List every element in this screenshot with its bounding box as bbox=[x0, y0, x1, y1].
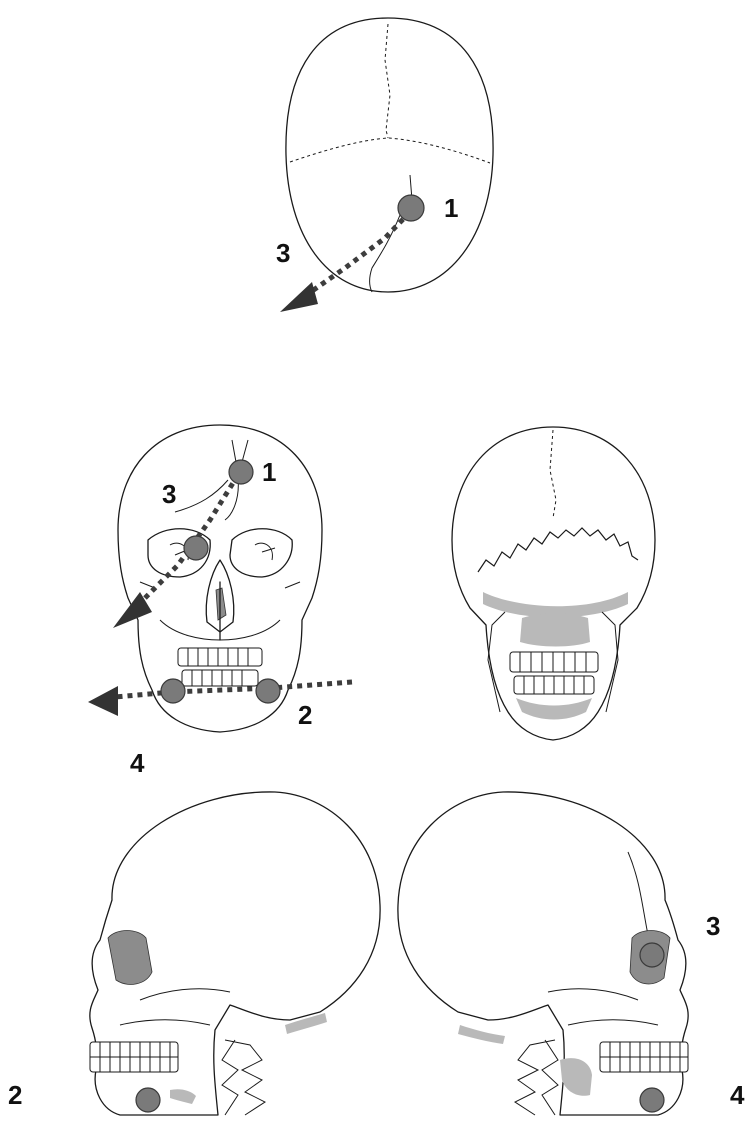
wound-site-4-right-lateral bbox=[640, 1088, 664, 1112]
skull-posterior-view bbox=[452, 427, 655, 740]
label-3-superior: 3 bbox=[276, 238, 290, 268]
mandible-body-shading bbox=[516, 698, 592, 720]
label-4-anterior: 4 bbox=[130, 748, 145, 778]
label-4-right-lateral: 4 bbox=[730, 1080, 745, 1110]
lower-teeth bbox=[182, 670, 258, 686]
right-ramus-shading bbox=[560, 1058, 592, 1096]
orbit-detail-left bbox=[255, 543, 275, 560]
skull-anterior-view: 1 3 2 4 bbox=[88, 425, 352, 778]
mandibular-ramus-shading bbox=[520, 614, 590, 647]
wound-site-2-anterior bbox=[256, 679, 280, 703]
right-fracture-line bbox=[628, 852, 648, 935]
cranial-vault-outline bbox=[286, 18, 493, 292]
lambdoid-suture bbox=[478, 528, 638, 572]
wound-site-1-superior bbox=[398, 195, 424, 221]
left-mandible-fracture-shading bbox=[170, 1089, 196, 1104]
skull-right-lateral-view: 3 4 bbox=[398, 792, 745, 1115]
bullet-trajectory-superior bbox=[305, 212, 410, 296]
sagittal-suture bbox=[385, 24, 390, 138]
right-occipital-shading bbox=[458, 1025, 505, 1044]
left-zygoma bbox=[120, 989, 230, 1025]
right-cervical-spine bbox=[515, 1040, 558, 1115]
left-orbit-shading bbox=[108, 931, 152, 985]
wound-site-2-left-lateral bbox=[136, 1088, 160, 1112]
wound-site-left-mandible bbox=[161, 679, 185, 703]
fracture-line-superior bbox=[370, 175, 412, 292]
skull-left-lateral-view: 2 bbox=[8, 792, 380, 1115]
wound-site-1-anterior bbox=[229, 460, 253, 484]
posterior-upper-teeth bbox=[510, 652, 598, 672]
wound-site-3-anterior bbox=[184, 536, 208, 560]
label-3-right-lateral: 3 bbox=[706, 911, 720, 941]
left-cervical-spine bbox=[222, 1040, 265, 1115]
trajectory-arrowhead-mandibular bbox=[88, 686, 118, 716]
wound-site-3-right-lateral bbox=[640, 943, 664, 967]
posterior-sagittal-suture bbox=[550, 430, 556, 518]
skull-superior-view: 1 3 bbox=[276, 18, 493, 312]
label-1-superior: 1 bbox=[444, 193, 458, 223]
label-2-anterior: 2 bbox=[298, 700, 312, 730]
left-orbit bbox=[230, 529, 292, 577]
label-1-anterior: 1 bbox=[262, 457, 276, 487]
label-3-anterior: 3 bbox=[162, 479, 176, 509]
upper-teeth bbox=[178, 648, 262, 666]
nasal-septum bbox=[216, 588, 226, 620]
label-2-left-lateral: 2 bbox=[8, 1080, 22, 1110]
coronal-suture bbox=[290, 138, 490, 163]
trajectory-arrowhead-superior bbox=[280, 282, 318, 312]
right-zygoma bbox=[548, 989, 658, 1025]
